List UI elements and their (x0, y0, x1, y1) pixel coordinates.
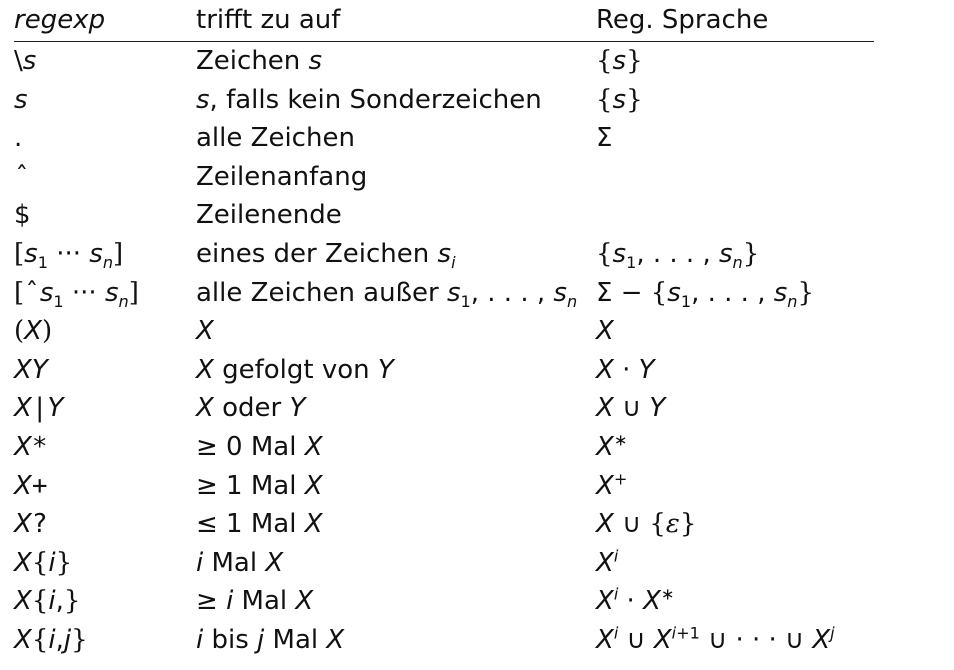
regexp-cell: XY (14, 354, 48, 385)
regexp-cell: X+ (14, 470, 48, 501)
table-row: ˆ Zeilenanfang (14, 158, 874, 197)
language-cell: Σ − {s1, . . . , sn} (596, 277, 815, 311)
regexp-cell: X{i} (14, 547, 73, 578)
regexp-cell: X{i,} (14, 586, 81, 617)
language-cell: X (596, 316, 614, 347)
header-row: regexp trifft zu auf Reg. Sprache (14, 0, 874, 42)
regexp-cell: X{i,j} (14, 624, 88, 655)
table-row: X{i,j} i bis j Mal X Xi ∪ Xi+1 ∪ · · · ∪ X… (14, 621, 874, 660)
regexp-cell: [ˆs1 ··· sn] (14, 277, 139, 311)
matches-cell: i bis j Mal X (196, 624, 345, 655)
table-row: (X) X X (14, 312, 874, 351)
language-cell: X · Y (596, 354, 655, 385)
matches-cell: ≥ i Mal X (196, 586, 314, 617)
language-cell: X+ (596, 468, 628, 501)
header-language: Reg. Sprache (596, 5, 769, 36)
regexp-cell: s (14, 84, 28, 115)
table-row: XY X gefolgt von Y X · Y (14, 351, 874, 390)
regex-table: regexp trifft zu auf Reg. Sprache \s Zeic… (14, 0, 874, 660)
table-row: . alle Zeichen Σ (14, 119, 874, 158)
language-cell (596, 158, 874, 197)
table-row: [ˆs1 ··· sn] alle Zeichen außer s1, . . .… (14, 274, 874, 313)
header-regexp: regexp (14, 5, 106, 36)
matches-cell: ≥ 0 Mal X (196, 431, 323, 462)
table-row: X|Y X oder Y X ∪ Y (14, 389, 874, 428)
header-matches: trifft zu auf (196, 5, 341, 36)
regexp-cell: [s1 ··· sn] (14, 238, 124, 273)
matches-cell: i Mal X (196, 547, 284, 578)
table-row: \s Zeichen s {s} (14, 42, 874, 81)
matches-cell: alle Zeichen (196, 123, 355, 154)
language-cell: X∗ (596, 430, 628, 462)
matches-cell: Zeichen s (196, 46, 323, 76)
language-cell: Xi (596, 546, 619, 578)
table-row: s s, falls kein Sonderzeichen {s} (14, 81, 874, 120)
matches-cell: X (196, 316, 214, 347)
table-row: [s1 ··· sn] eines der Zeichen si {s1, . . … (14, 235, 874, 274)
table-row: X? ≤ 1 Mal X X ∪ {ε} (14, 505, 874, 544)
language-cell: X ∪ Y (596, 393, 666, 424)
language-cell: {s1, . . . , sn} (596, 238, 760, 273)
matches-cell: X oder Y (196, 393, 306, 424)
regexp-cell: $ (14, 200, 31, 231)
regexp-cell: . (14, 123, 23, 154)
regexp-cell: \s (14, 46, 37, 76)
table-row: X+ ≥ 1 Mal X X+ (14, 467, 874, 506)
table-row: X{i} i Mal X Xi (14, 544, 874, 583)
regexp-cell: X|Y (14, 393, 64, 424)
matches-cell: X gefolgt von Y (196, 354, 394, 385)
language-cell: {s} (596, 84, 643, 115)
matches-cell: ≥ 1 Mal X (196, 470, 323, 501)
language-cell: Σ (596, 123, 613, 154)
table-row: X* ≥ 0 Mal X X∗ (14, 428, 874, 467)
language-cell (596, 196, 874, 235)
regexp-cell: X* (14, 431, 48, 462)
language-cell: Xi · X∗ (596, 584, 675, 617)
language-cell: {s} (596, 46, 643, 76)
regexp-cell: ˆ (14, 161, 30, 192)
language-cell: X ∪ {ε} (596, 509, 697, 540)
matches-cell: Zeilenanfang (196, 161, 368, 192)
matches-cell: eines der Zeichen si (196, 238, 456, 273)
matches-cell: s, falls kein Sonderzeichen (196, 84, 542, 115)
matches-cell: Zeilenende (196, 200, 342, 231)
regexp-cell: (X) (14, 316, 53, 347)
table-row: X{i,} ≥ i Mal X Xi · X∗ (14, 582, 874, 621)
table-row: $ Zeilenende (14, 196, 874, 235)
regexp-cell: X? (14, 509, 48, 540)
language-cell: Xi ∪ Xi+1 ∪ · · · ∪ Xj (596, 623, 835, 655)
matches-cell: alle Zeichen außer s1, . . . , sn (196, 277, 578, 311)
matches-cell: ≤ 1 Mal X (196, 509, 323, 540)
